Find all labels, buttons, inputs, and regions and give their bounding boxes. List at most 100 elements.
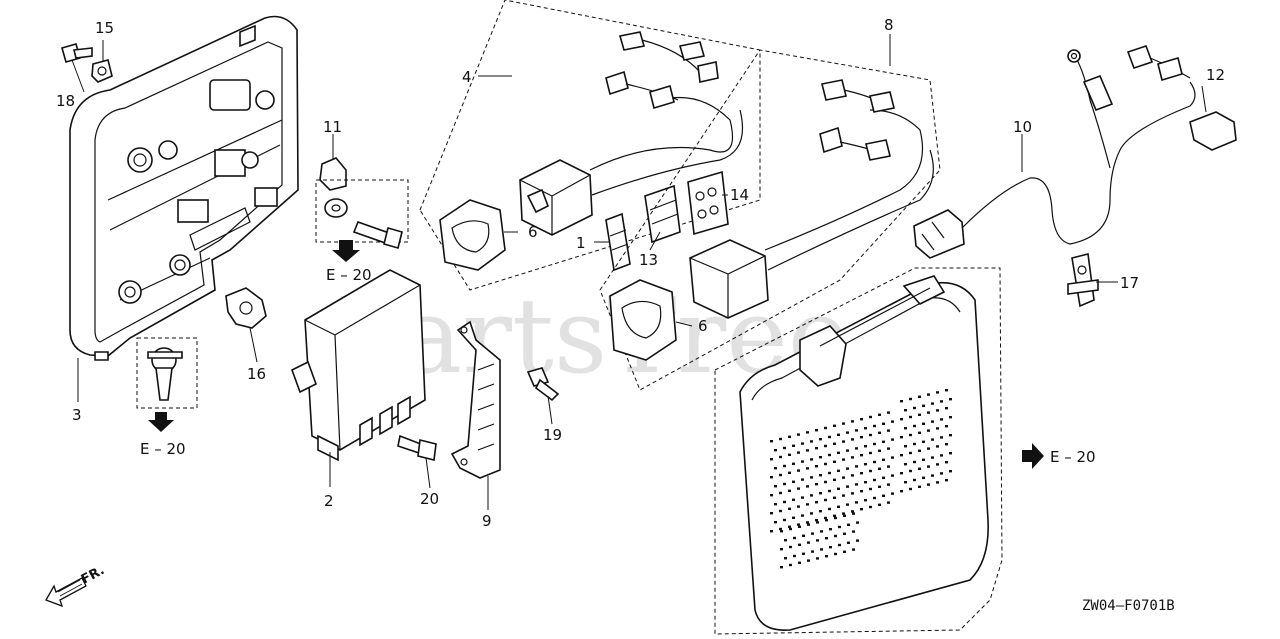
perforation-dot xyxy=(936,481,939,484)
clip-part-16 xyxy=(225,287,267,329)
perforation-dot xyxy=(927,429,930,432)
perforation-dot xyxy=(882,458,885,461)
perforation-dot xyxy=(792,498,795,501)
perforation-dot xyxy=(904,481,907,484)
callout-18: 18 xyxy=(56,92,75,110)
perforation-dot xyxy=(940,418,943,421)
perforation-dot xyxy=(887,447,890,450)
perforation-dot xyxy=(918,449,921,452)
perforation-dot xyxy=(900,490,903,493)
perforation-dot xyxy=(909,415,912,419)
perforation-dot xyxy=(828,471,831,475)
diagram-code: ZW04–F0701B xyxy=(1082,598,1175,614)
perforation-dot xyxy=(819,456,822,459)
perforation-dot xyxy=(900,472,903,475)
perforation-dot xyxy=(784,557,787,560)
callout-3: 3 xyxy=(72,406,82,424)
perforation-dot xyxy=(807,559,810,562)
perforation-dot xyxy=(846,503,849,506)
perforation-dot xyxy=(811,550,814,553)
perforation-dot xyxy=(856,521,859,524)
perforation-dot xyxy=(851,420,854,423)
band-clamp-detail xyxy=(136,337,198,409)
bolt-part-20 xyxy=(397,434,437,461)
perforation-dot xyxy=(909,433,912,437)
perforation-dot xyxy=(887,429,890,432)
perforation-dot xyxy=(847,541,850,544)
ignition-coil-part-4 xyxy=(519,31,744,236)
perforation-dot xyxy=(936,427,939,430)
perforation-dot xyxy=(891,474,894,477)
callout-2: 2 xyxy=(324,492,334,510)
perforation-dot xyxy=(793,536,796,540)
callout-6-upper: 6 xyxy=(528,223,538,241)
perforation-dot xyxy=(815,483,818,486)
perforation-dot xyxy=(900,418,903,421)
perforation-dot xyxy=(783,482,786,486)
callout-16: 16 xyxy=(247,365,266,383)
perforation-dot xyxy=(949,470,952,473)
perforation-dot xyxy=(788,435,791,438)
control-box-part-2 xyxy=(291,269,426,462)
perforation-dot xyxy=(779,455,782,459)
perforation-dot xyxy=(837,451,840,454)
perforation-dot xyxy=(922,476,925,479)
perforation-dot xyxy=(913,406,916,410)
perforation-dot xyxy=(864,427,867,430)
perforation-dot xyxy=(860,454,863,457)
callout-15: 15 xyxy=(95,19,114,37)
perforation-dot xyxy=(838,543,841,547)
perforation-dot xyxy=(945,461,948,464)
perforation-dot xyxy=(852,530,855,533)
perforation-dot xyxy=(940,400,943,403)
perforation-dot xyxy=(909,469,912,473)
perforation-dot xyxy=(806,485,809,488)
perforation-dot xyxy=(873,496,876,500)
perforation-dot xyxy=(828,507,831,511)
perforation-dot xyxy=(873,442,876,446)
perforation-dot xyxy=(878,503,881,506)
perforation-dot xyxy=(852,548,855,551)
cover-panel xyxy=(714,267,1003,635)
perforation-dot xyxy=(882,422,885,425)
perforation-dot xyxy=(824,516,827,520)
perforation-dot xyxy=(806,431,809,434)
perforation-dot xyxy=(918,485,921,488)
perforation-dot xyxy=(873,478,876,482)
perforation-dot xyxy=(828,453,831,457)
callout-9: 9 xyxy=(482,512,492,530)
perforation-dot xyxy=(792,480,795,483)
perforation-dot xyxy=(833,424,836,427)
perforation-dot xyxy=(789,545,792,549)
perforation-dot xyxy=(945,407,948,410)
perforation-dot xyxy=(852,512,855,515)
perforation-dot xyxy=(851,510,854,513)
perforation-dot xyxy=(851,438,854,441)
perforation-dot xyxy=(797,469,800,472)
perforation-dot xyxy=(851,492,854,495)
perforation-dot xyxy=(802,534,805,537)
cap-part-6-lower xyxy=(609,279,677,361)
perforation-dot xyxy=(816,557,819,560)
perforation-dot xyxy=(801,496,804,499)
perforation-dot xyxy=(801,442,804,445)
perforation-dot xyxy=(878,413,881,416)
perforation-dot xyxy=(829,546,832,549)
perforation-dot xyxy=(909,487,912,491)
perforation-dot xyxy=(801,460,804,463)
perforation-dot xyxy=(882,476,885,479)
perforation-dot xyxy=(860,508,863,511)
perforation-dot xyxy=(887,501,890,504)
perforation-dot xyxy=(945,389,948,392)
perforation-dot xyxy=(789,527,792,531)
perforation-dot xyxy=(855,465,858,468)
perforation-dot xyxy=(891,492,894,495)
perforation-dot xyxy=(878,449,881,452)
perforation-dot xyxy=(869,505,872,509)
leader-lines xyxy=(71,34,1207,510)
perforation-dot xyxy=(819,510,822,513)
perforation-dot xyxy=(783,518,786,522)
perforation-dot xyxy=(869,433,872,437)
perforation-dot xyxy=(774,503,777,506)
perforation-dot xyxy=(864,445,867,448)
